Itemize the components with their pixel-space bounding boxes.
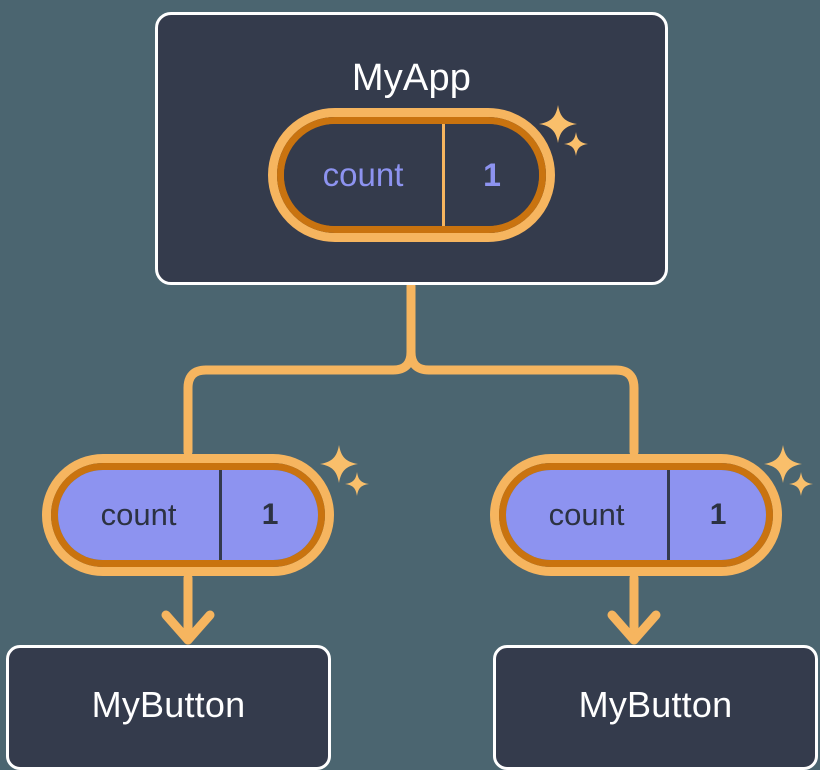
state-pill-inner: count 1	[506, 470, 766, 560]
state-key-label: count	[100, 497, 177, 532]
component-card-mybutton-left[interactable]: MyButton	[6, 645, 331, 770]
state-pill-right[interactable]: count 1	[490, 454, 782, 576]
state-value-label: 1	[219, 470, 318, 560]
state-value-label: 1	[667, 470, 766, 560]
state-value-label: 1	[442, 124, 539, 226]
sparkle-large-icon	[320, 445, 358, 483]
component-title: MyButton	[91, 684, 246, 725]
sparkle-small-icon	[564, 132, 588, 156]
sparkle-small-icon	[789, 472, 813, 496]
state-pill-inner: count 1	[58, 470, 318, 560]
connector-branch-left	[183, 347, 416, 457]
state-key-label: count	[322, 156, 404, 193]
state-pill-body: count 1	[42, 454, 334, 576]
sparkle-large-icon	[539, 105, 577, 143]
state-pill-inner: count 1	[284, 124, 539, 226]
state-pill-body: count 1	[490, 454, 782, 576]
sparkle-large-icon	[764, 445, 802, 483]
state-pill-body: count 1	[268, 108, 555, 242]
component-title: MyButton	[578, 684, 733, 725]
state-pill-myapp[interactable]: count 1	[268, 108, 555, 242]
state-key-label: count	[548, 497, 625, 532]
page-title: MyApp	[351, 57, 472, 99]
sparkle-small-icon	[345, 472, 369, 496]
connector-branch-right	[406, 347, 639, 457]
arrow-head-left	[161, 610, 215, 645]
state-pill-left[interactable]: count 1	[42, 454, 334, 576]
component-card-mybutton-right[interactable]: MyButton	[493, 645, 818, 770]
arrow-head-right	[607, 610, 661, 645]
